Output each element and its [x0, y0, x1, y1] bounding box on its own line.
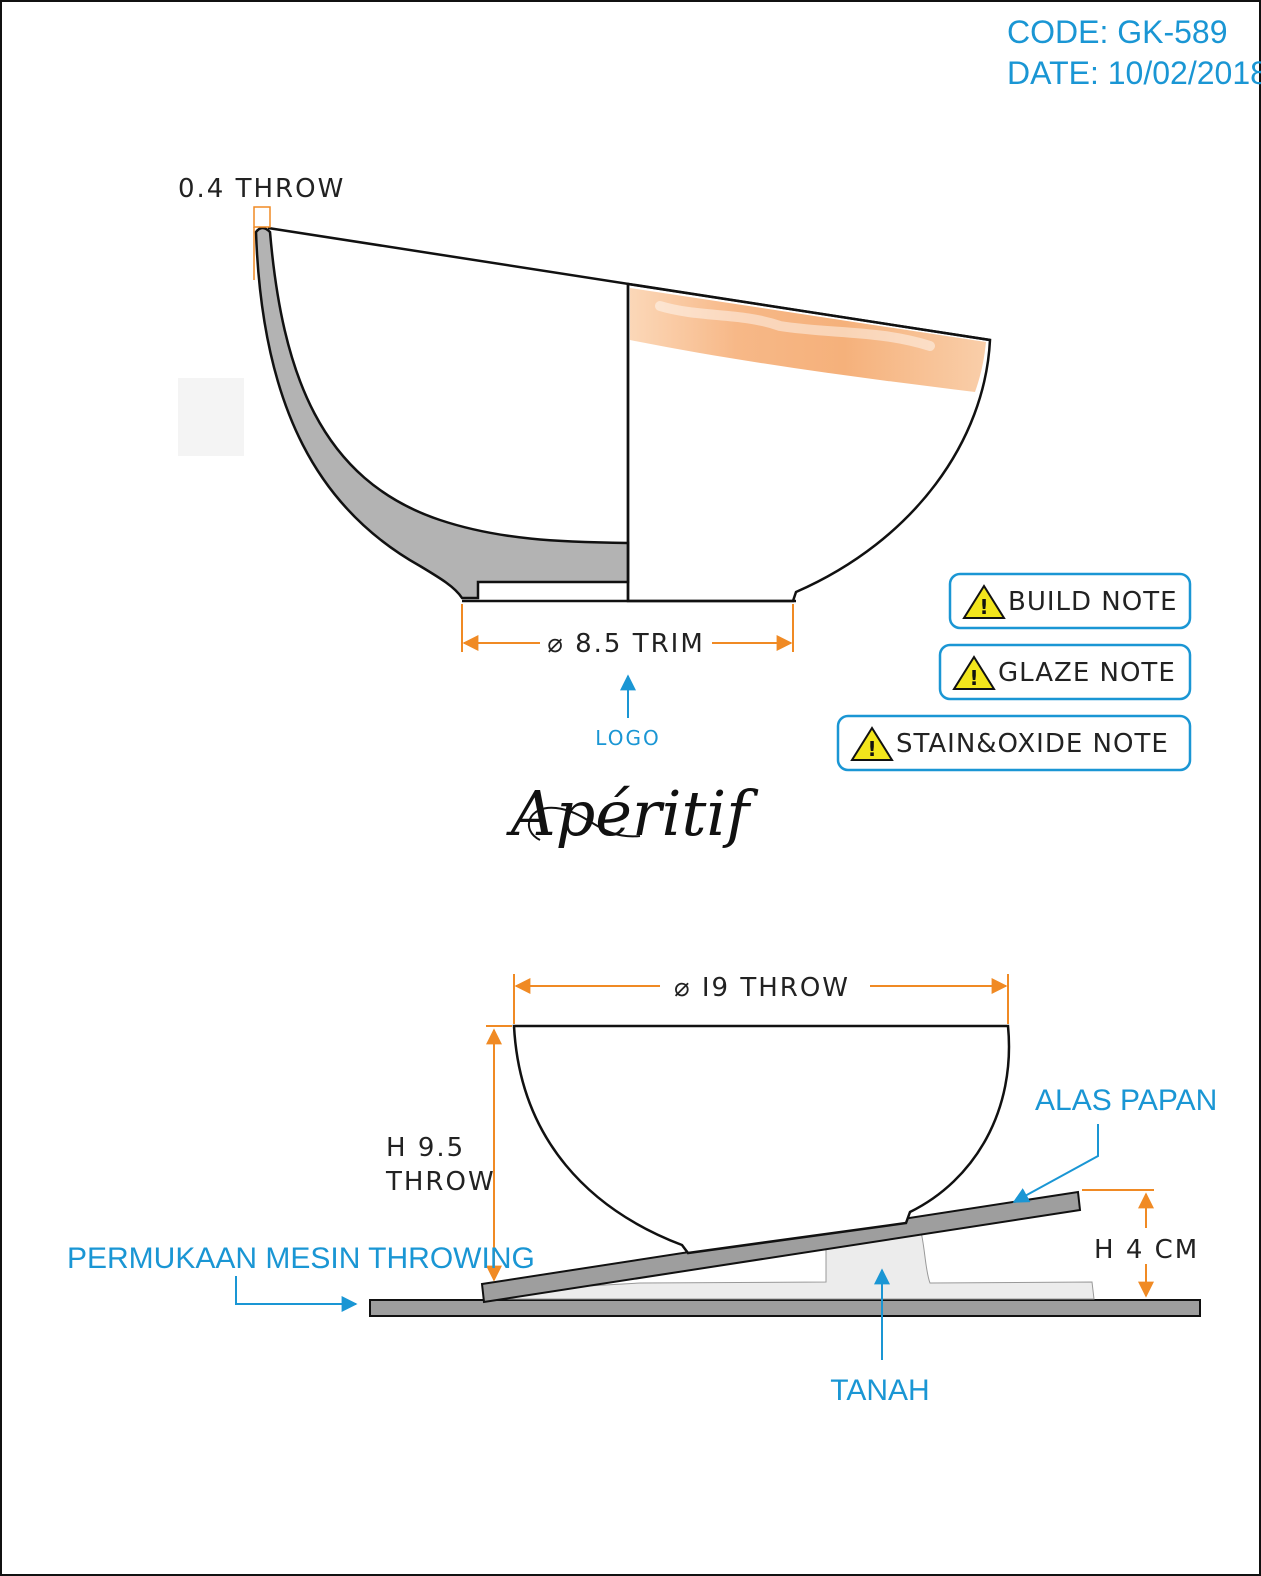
throwing-setup-view: ⌀ I9 THROW H 9.5 THROW H 4 CM ALAS PAPAN…	[67, 973, 1217, 1407]
stain-oxide-note-label: STAIN&OXIDE NOTE	[896, 729, 1169, 759]
bowl-section-view: 0.4 THROW ⌀ 8.5 TRIM LOGO Apéritif	[178, 174, 992, 850]
board-label-leader	[1012, 1124, 1099, 1203]
logo-caption: LOGO	[595, 726, 660, 750]
drawing-code: CODE: GK-589	[1007, 14, 1228, 50]
board-height-label-bg	[1092, 1228, 1202, 1264]
board-height-label: H 4 CM	[1094, 1235, 1199, 1265]
svg-text:!: !	[867, 737, 876, 761]
glaze-note-label: GLAZE NOTE	[998, 658, 1176, 688]
build-note-button[interactable]: ! BUILD NOTE	[948, 572, 1192, 630]
wall-thickness-label: 0.4 THROW	[178, 174, 345, 204]
throwing-wheel-surface	[369, 1299, 1201, 1317]
svg-text:!: !	[969, 666, 978, 690]
board-label: ALAS PAPAN	[1035, 1084, 1217, 1117]
glaze-note-button[interactable]: ! GLAZE NOTE	[938, 643, 1192, 701]
diameter-label: ⌀ I9 THROW	[674, 973, 850, 1003]
notes-panel: ! BUILD NOTE ! GLAZE NOTE ! STAIN&OXIDE …	[836, 572, 1192, 772]
bowl-wall-section	[254, 226, 630, 600]
stain-oxide-note-button[interactable]: ! STAIN&OXIDE NOTE	[836, 714, 1192, 772]
logo-flourish	[528, 806, 641, 841]
height-label-line1: H 9.5	[386, 1133, 465, 1163]
surface-label-leader	[235, 1276, 358, 1312]
trim-diameter-label: ⌀ 8.5 TRIM	[547, 629, 705, 659]
drawing-date: DATE: 10/02/2018	[1007, 55, 1261, 91]
svg-text:!: !	[979, 595, 988, 619]
surface-label: PERMUKAAN MESIN THROWING	[67, 1242, 535, 1275]
smudge-mark	[178, 378, 244, 456]
build-note-label: BUILD NOTE	[1008, 587, 1178, 617]
clay-label: TANAH	[830, 1374, 929, 1407]
warning-icon: !	[952, 655, 996, 690]
height-label-line2: THROW	[385, 1167, 496, 1197]
warning-icon: !	[850, 726, 894, 761]
warning-icon: !	[962, 584, 1006, 619]
glaze-band	[630, 288, 986, 392]
wall-thickness-bracket	[253, 206, 271, 228]
logo-script: Apéritif	[506, 777, 759, 850]
bowl-elevation	[512, 1024, 1011, 1255]
glaze-band-highlight	[655, 301, 935, 351]
